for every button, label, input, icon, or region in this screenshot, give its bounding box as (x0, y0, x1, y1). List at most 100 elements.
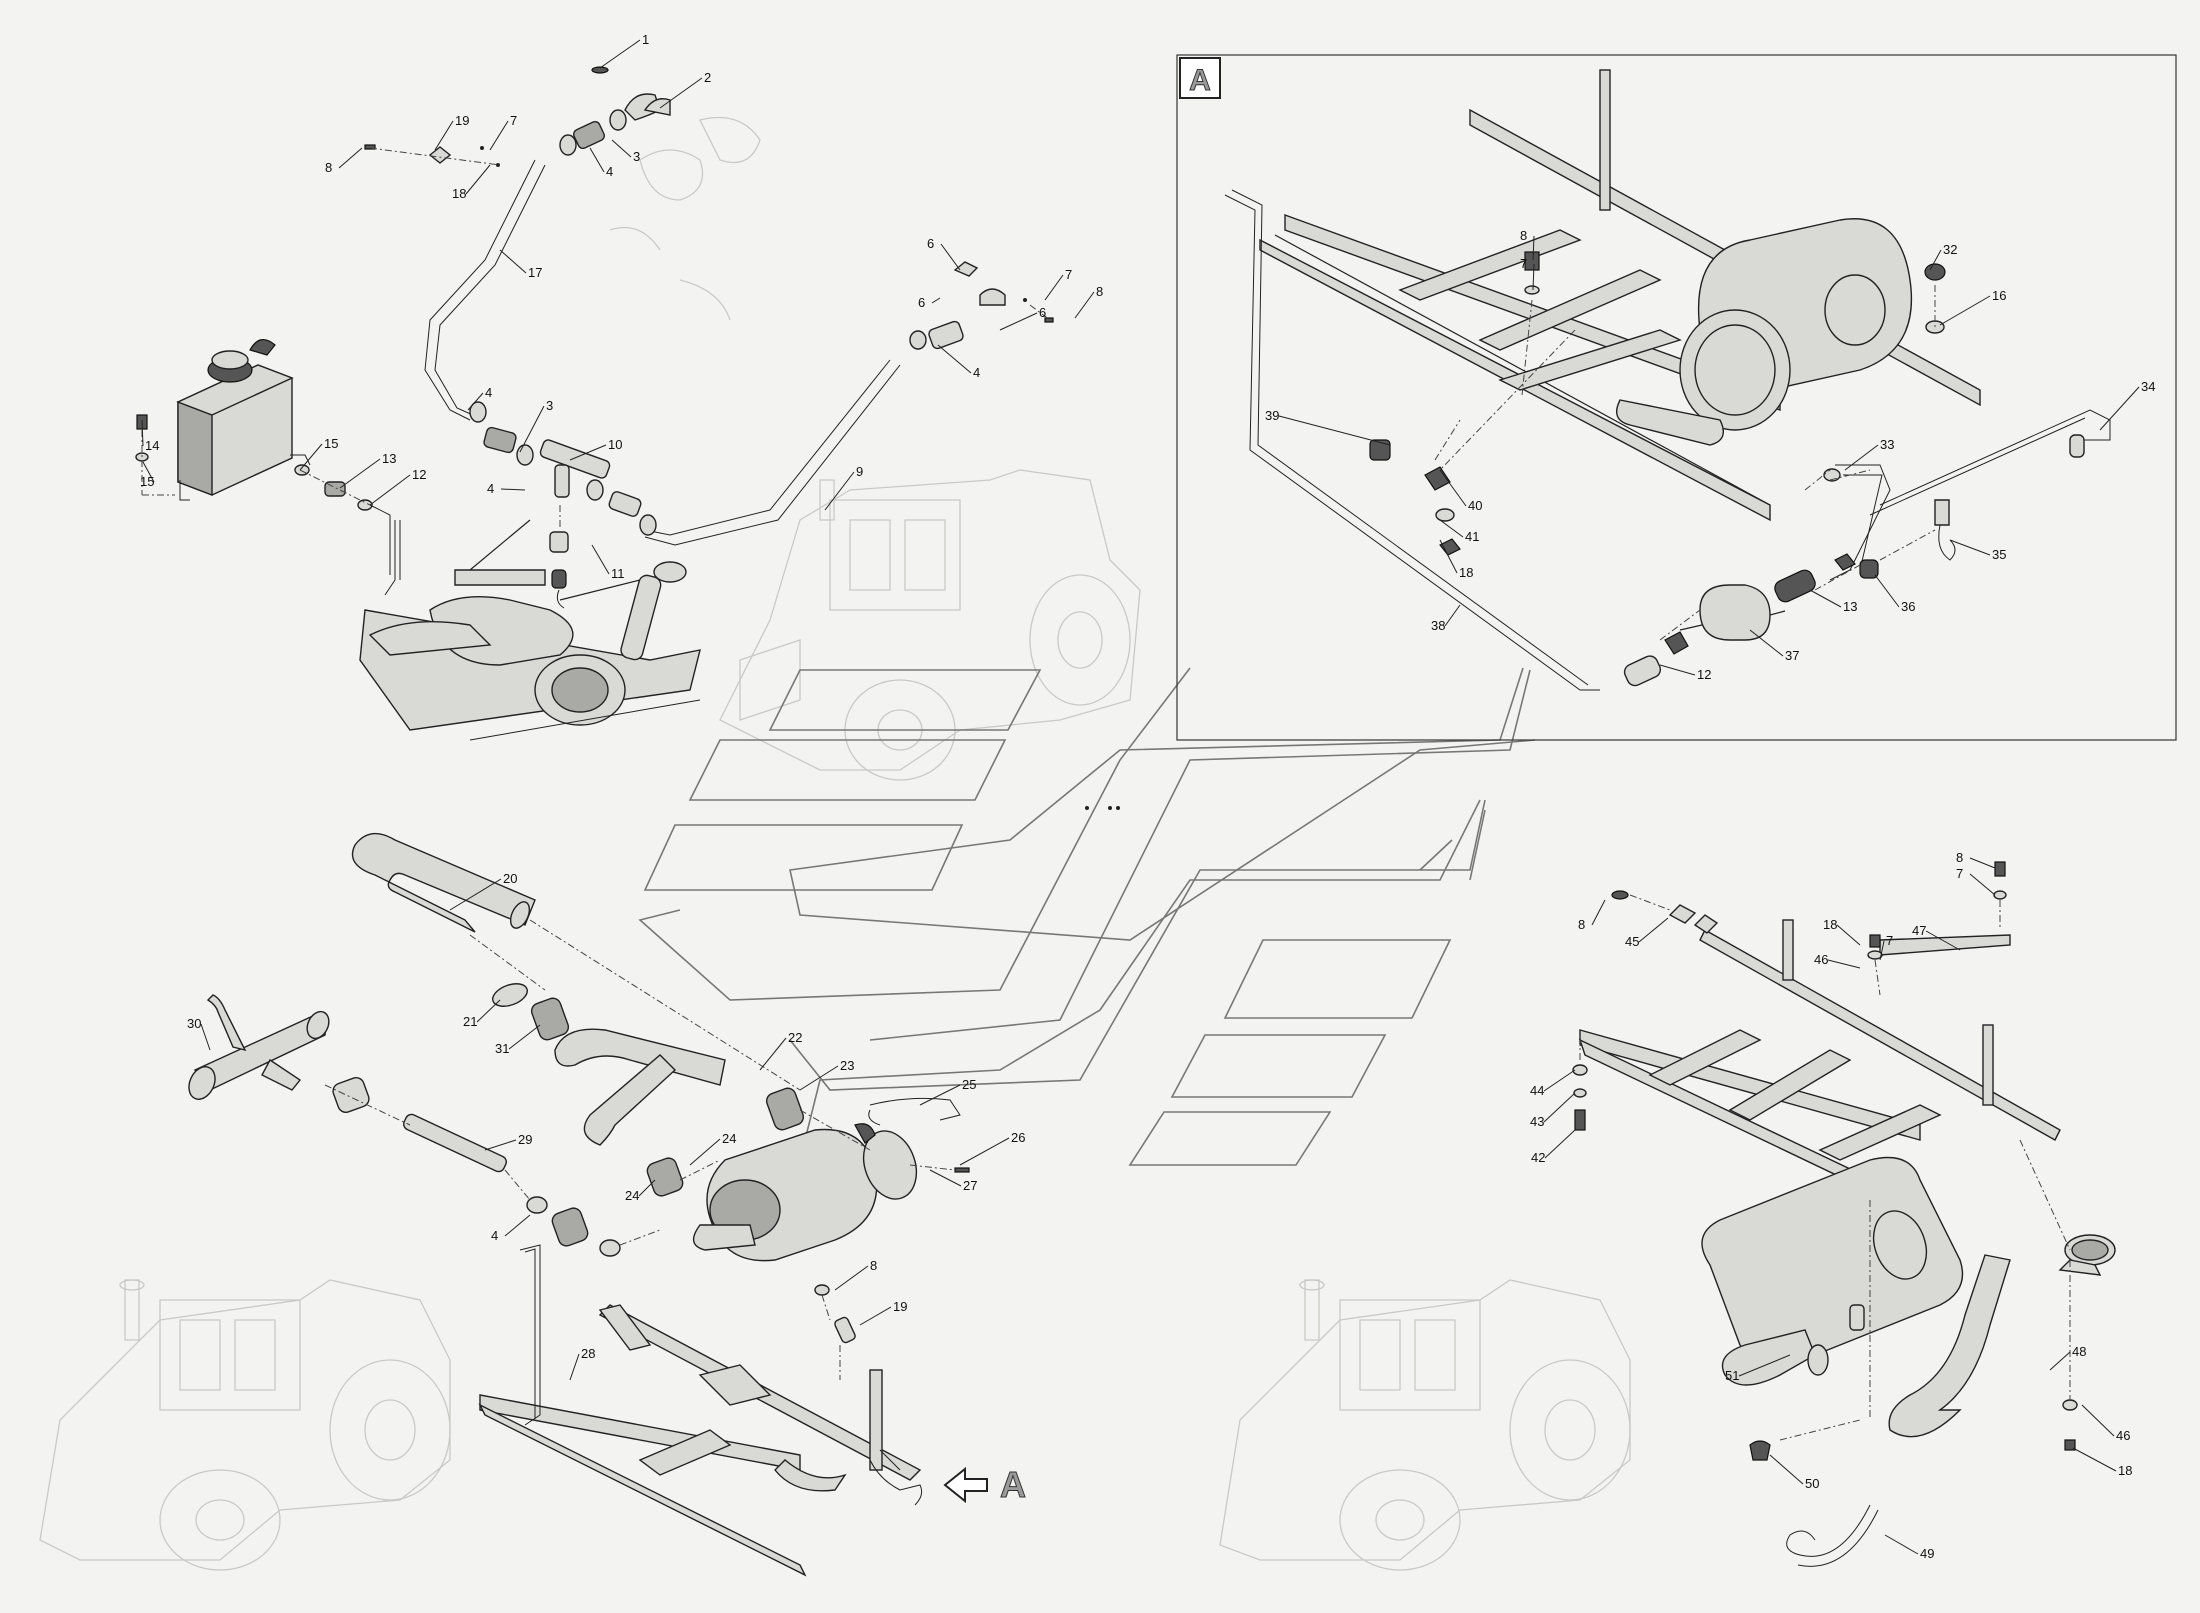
callout-number: 4 (606, 164, 613, 179)
callout-leader (1738, 1354, 1791, 1377)
callout-leader (1439, 469, 1467, 507)
callout-leader (1969, 873, 1996, 896)
callout-number: 26 (1011, 1130, 1025, 1145)
detail-a-hoses (1224, 189, 2111, 691)
callout-leader (1638, 917, 1669, 943)
view-a-badge: A (1179, 57, 1221, 99)
callout-leader (859, 1306, 892, 1326)
tractor-top-center (719, 469, 1141, 781)
callout-leader (465, 164, 491, 195)
callout-leader (338, 147, 363, 169)
callout-number: 45 (1625, 934, 1639, 949)
view-a-arrow-label: A (1000, 1464, 1026, 1505)
callout-number: 7 (1886, 933, 1893, 948)
callout-number: 27 (963, 1178, 977, 1193)
callout-number: 2 (704, 70, 711, 85)
callout-leader (500, 488, 526, 491)
callout-leader (434, 120, 454, 151)
callout-number: 39 (1265, 408, 1279, 423)
callout-number: 4 (487, 481, 494, 496)
callout-leader (467, 392, 484, 411)
callout-leader (940, 243, 961, 271)
callout-leader (1827, 959, 1861, 969)
callout-number: 25 (962, 1077, 976, 1092)
callout-leader (1532, 263, 1535, 291)
callout-leader (508, 1024, 541, 1050)
callout-number: 7 (1065, 267, 1072, 282)
callout-number: 15 (140, 474, 154, 489)
callout-number: 12 (1697, 667, 1711, 682)
callout-number: 44 (1530, 1083, 1544, 1098)
callout-number: 31 (495, 1041, 509, 1056)
callout-leader (689, 1138, 721, 1166)
callout-number: 22 (788, 1030, 802, 1045)
callout-number: 47 (1912, 923, 1926, 938)
callout-number: 8 (1956, 850, 1963, 865)
callout-leader (484, 1139, 517, 1151)
callout-leader (1939, 295, 1991, 326)
callout-number: 19 (455, 113, 469, 128)
callout-number: 6 (1039, 305, 1046, 320)
callout-leader (1278, 415, 1391, 446)
callout-leader (1543, 1092, 1576, 1123)
callout-number: 12 (412, 467, 426, 482)
callout-leader (2081, 1404, 2115, 1437)
expansion-tank (176, 339, 311, 501)
callout-number: 46 (1814, 952, 1828, 967)
callout-number: 10 (608, 437, 622, 452)
callout-leader (1044, 274, 1064, 301)
callout-leader (1532, 235, 1535, 261)
callout-number: 33 (1880, 437, 1894, 452)
callout-leader (1929, 249, 1942, 271)
callout-leader (1879, 940, 1885, 961)
callout-number: 24 (722, 1131, 736, 1146)
callout-number: 18 (2118, 1463, 2132, 1478)
detail-a-dashdot (1434, 285, 1936, 641)
muffler-bracket-frame (1572, 861, 2061, 1217)
callout-number: 37 (1785, 648, 1799, 663)
callout-leader (999, 312, 1038, 331)
callout-number: 6 (927, 236, 934, 251)
callout-number: 17 (528, 265, 542, 280)
callout-number: 46 (2116, 1428, 2130, 1443)
callout-number: 21 (463, 1014, 477, 1029)
callout-number: 4 (973, 365, 980, 380)
callout-leader (919, 1084, 961, 1106)
callout-leader (1884, 1534, 1919, 1555)
detail-a-frame (1176, 54, 2177, 741)
pipe-20 (351, 832, 536, 933)
callout-leader (1074, 291, 1095, 319)
clamp-49-50 (1749, 1440, 1879, 1567)
callout-number: 23 (840, 1058, 854, 1073)
callout-number: 7 (510, 113, 517, 128)
view-a-badge-label: A (1189, 64, 1211, 97)
callout-number: 8 (1520, 228, 1527, 243)
callout-number: 36 (1901, 599, 1915, 614)
callout-number: 4 (491, 1228, 498, 1243)
callout-leader (1969, 857, 1996, 869)
callout-number: 7 (1956, 866, 1963, 881)
callout-number: 42 (1531, 1150, 1545, 1165)
callout-leader (1439, 539, 1458, 574)
callout-leader (959, 1137, 1010, 1166)
callout-number: 38 (1431, 618, 1445, 633)
callout-leader (1949, 539, 1991, 556)
callout-number: 48 (2072, 1344, 2086, 1359)
callout-number: 11 (611, 566, 625, 581)
chevron-pointer-lines (638, 667, 1536, 1166)
callout-number: 8 (1096, 284, 1103, 299)
callout-leader (1444, 604, 1461, 627)
callout-leader (659, 77, 703, 109)
callout-leader (1543, 1069, 1576, 1092)
pipe-17 (424, 159, 546, 421)
bracket-dashdot (1579, 894, 2071, 1441)
callout-leader (504, 1214, 531, 1237)
callout-leader (1836, 924, 1861, 946)
callout-leader (1591, 899, 1606, 926)
callout-leader (929, 1169, 962, 1187)
callout-number: 8 (325, 160, 332, 175)
callout-leader (611, 139, 632, 158)
